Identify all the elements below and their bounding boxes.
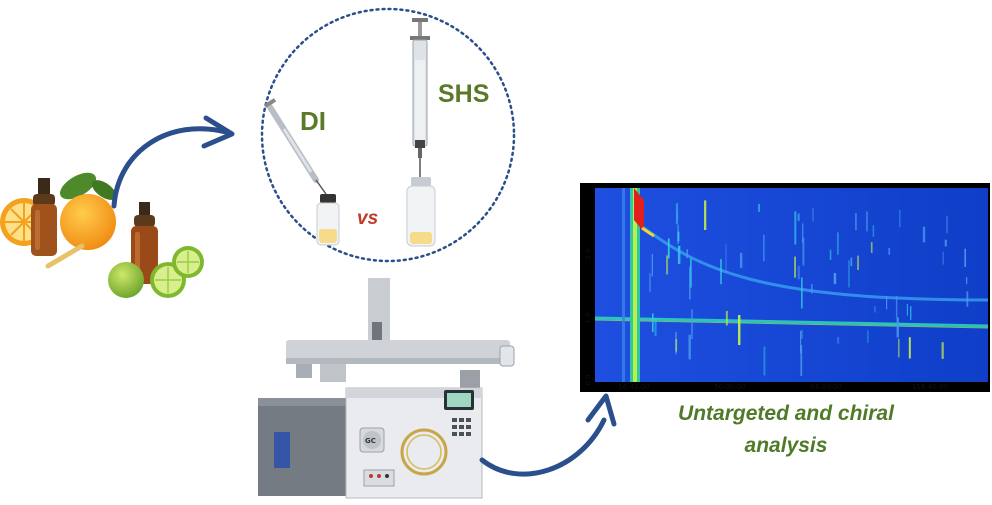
analyte-peaks: [649, 200, 969, 376]
small-syringe-icon: [263, 98, 327, 195]
y-tick-label: 2.0: [584, 248, 592, 259]
di-vial-icon: [316, 194, 340, 246]
leaf-icon: [91, 180, 117, 200]
essential-oils-illustration: [0, 172, 204, 298]
di-label: DI: [300, 106, 326, 136]
shs-label: SHS: [438, 80, 489, 108]
x-tick-label: 83:20:00: [810, 383, 841, 391]
orange-icon: [60, 194, 116, 250]
chromatogram-plot-area: [595, 188, 988, 382]
x-tick-label: 16:40:00: [618, 383, 649, 391]
shs-vial-icon: [406, 177, 436, 247]
x-tick-label: 116:40:00: [912, 383, 948, 391]
lime-icon: [108, 262, 144, 298]
vs-label: vs: [357, 208, 378, 229]
gc-badge: GC: [365, 437, 376, 445]
leaf-icon: [59, 172, 97, 200]
analysis-caption: Untargeted and chiral analysis: [678, 402, 894, 457]
sampling-comparison: DI vs SHS: [260, 7, 516, 263]
oil-bottle-icon: [31, 178, 57, 256]
flow-arrow-2: [479, 393, 617, 477]
column-coil-icon: [400, 428, 448, 476]
dropper-icon: [45, 243, 85, 269]
gcxgc-chromatogram: 16:40:00 50:00:00 83:20:00 116:40:00 2.0 1.0…: [580, 183, 990, 392]
y-tick-label: 1.0: [584, 312, 592, 323]
y-tick-label: 0.0: [584, 374, 592, 385]
flow-arrow-1: [111, 115, 235, 209]
sampling-circle-border: [260, 7, 516, 263]
gc-instrument-icon: GC: [258, 278, 515, 499]
x-tick-label: 50:00:00: [714, 383, 745, 391]
